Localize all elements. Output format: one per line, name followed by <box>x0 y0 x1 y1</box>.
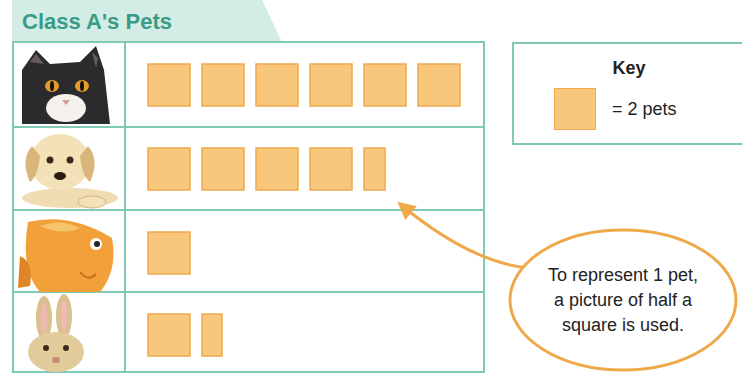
key-heading: Key <box>514 58 742 79</box>
legend-swatch <box>554 88 596 130</box>
pet-square <box>148 148 190 190</box>
title-tab <box>12 0 282 42</box>
callout-ellipse <box>510 230 736 370</box>
row-divider <box>13 209 484 211</box>
rabbit-picture <box>28 294 84 372</box>
legend-text: = 2 pets <box>612 99 677 120</box>
dog-picture <box>22 134 118 208</box>
row-divider <box>13 126 484 128</box>
half-square <box>202 314 222 356</box>
cat-picture <box>22 46 110 124</box>
pet-square <box>364 64 406 106</box>
callout-bubble: To represent 1 pet, a picture of half a … <box>508 228 738 372</box>
pet-square <box>202 148 244 190</box>
pet-square <box>418 64 460 106</box>
pet-square <box>148 64 190 106</box>
pet-square <box>202 64 244 106</box>
half-square <box>364 148 385 190</box>
pet-square <box>256 148 298 190</box>
pet-square <box>256 64 298 106</box>
callout-pointer <box>400 204 528 268</box>
pet-square <box>310 148 352 190</box>
table-border <box>13 42 484 372</box>
key-box: Key = 2 pets <box>512 42 742 145</box>
callout-text: To represent 1 pet, a picture of half a … <box>543 263 703 338</box>
column-divider <box>124 42 126 372</box>
pet-square <box>148 314 190 356</box>
pictogram-squares <box>148 64 460 356</box>
pet-square <box>310 64 352 106</box>
chart-title: Class A's Pets <box>22 9 172 35</box>
fish-picture <box>18 219 114 292</box>
pet-square <box>148 232 190 274</box>
pictogram-table <box>13 42 484 372</box>
